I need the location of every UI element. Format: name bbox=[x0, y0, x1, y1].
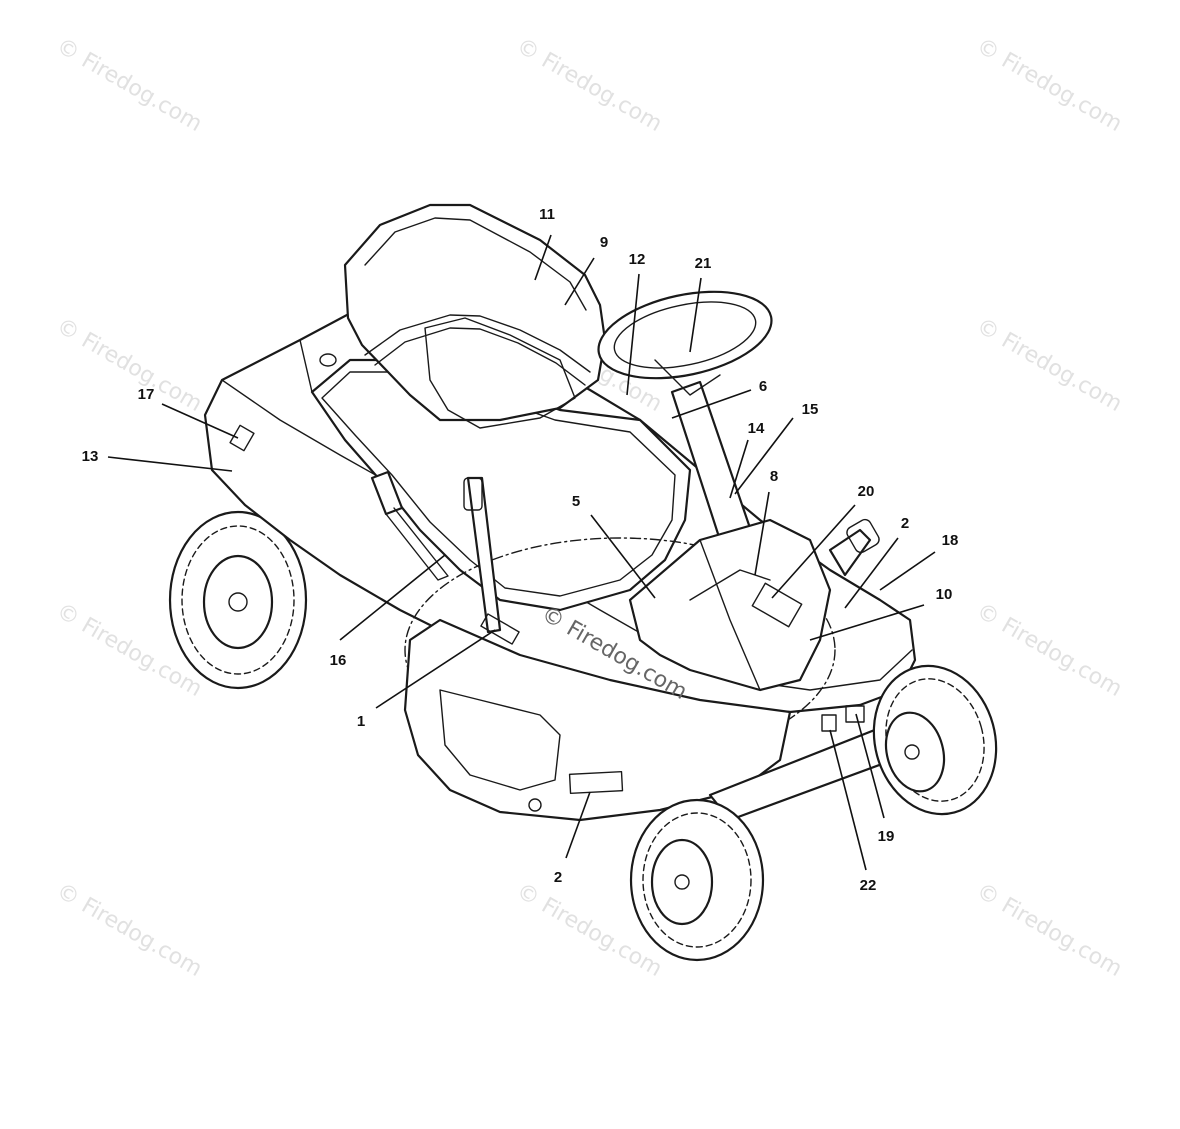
rear-left-wheel bbox=[168, 510, 308, 690]
callout-9: 9 bbox=[600, 234, 608, 251]
callout-5: 5 bbox=[572, 493, 580, 510]
watermark: © Firedog.com bbox=[52, 34, 206, 137]
callout-6: 6 bbox=[759, 378, 767, 395]
watermark: © Firedog.com bbox=[972, 314, 1126, 417]
front-right-wheel bbox=[872, 664, 998, 816]
watermark: © Firedog.com bbox=[972, 599, 1126, 702]
callout-18: 18 bbox=[942, 532, 959, 549]
callout-17: 17 bbox=[138, 386, 155, 403]
callout-2-lower: 2 bbox=[554, 869, 562, 886]
callout-16: 16 bbox=[330, 652, 347, 669]
front-left-wheel bbox=[629, 798, 765, 962]
callout-22: 22 bbox=[860, 877, 877, 894]
callout-19: 19 bbox=[878, 828, 895, 845]
watermark: © Firedog.com bbox=[52, 314, 206, 417]
callout-11: 11 bbox=[539, 206, 555, 223]
watermark: © Firedog.com bbox=[512, 34, 666, 137]
callout-10: 10 bbox=[936, 586, 953, 603]
callouts: 11 9 12 21 6 15 14 8 17 13 5 20 2 18 10 … bbox=[82, 206, 959, 894]
callout-1: 1 bbox=[357, 713, 365, 730]
steering-wheel bbox=[597, 290, 773, 396]
callout-8: 8 bbox=[770, 468, 778, 485]
mower-drawing: © Firedog.com bbox=[168, 203, 998, 962]
callout-2-upper: 2 bbox=[901, 515, 909, 532]
callout-20: 20 bbox=[858, 483, 875, 500]
watermark: © Firedog.com bbox=[972, 879, 1126, 982]
callout-21: 21 bbox=[695, 255, 712, 272]
leader-lines bbox=[107, 234, 936, 871]
callout-13: 13 bbox=[82, 448, 99, 465]
watermark: © Firedog.com bbox=[972, 34, 1126, 137]
callout-14: 14 bbox=[748, 420, 765, 437]
callout-15: 15 bbox=[802, 401, 819, 418]
watermark: © Firedog.com bbox=[52, 879, 206, 982]
callout-12: 12 bbox=[629, 251, 646, 268]
